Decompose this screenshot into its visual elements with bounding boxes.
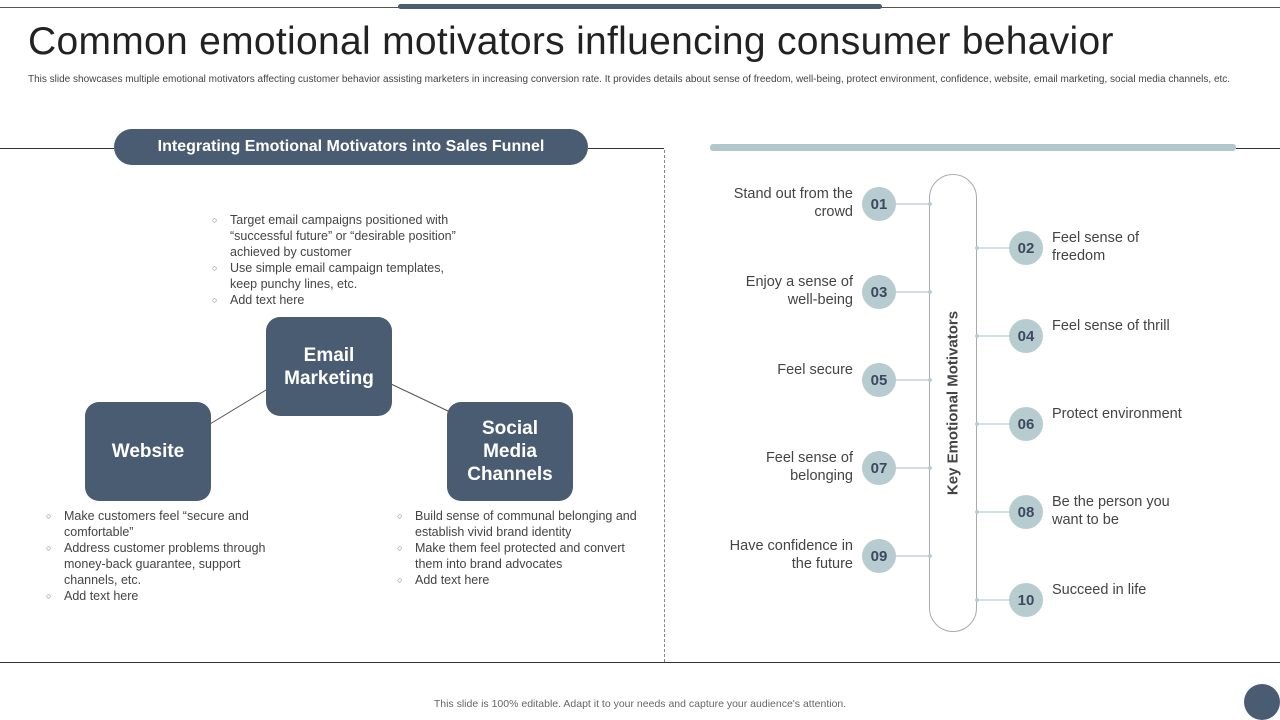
motivator-label: Feel sense of freedom xyxy=(1052,230,1140,264)
motivator-dot xyxy=(975,422,979,426)
top-accent-bar xyxy=(398,4,882,9)
motivator-dot xyxy=(975,510,979,514)
motivator-label: Feel sense of thrill xyxy=(1052,318,1170,334)
motivator-dot xyxy=(975,246,979,250)
email-bullet: Target email campaigns positioned with “… xyxy=(212,212,462,260)
motivators-accent-bar xyxy=(710,144,1236,151)
motivator-number: 05 xyxy=(862,363,896,397)
motivator-label: Have confidence in the future xyxy=(729,538,853,572)
motivator-dot xyxy=(975,598,979,602)
motivator-dot xyxy=(928,554,932,558)
motivator-dot xyxy=(928,378,932,382)
social-bullet: Build sense of communal belonging and es… xyxy=(397,508,637,540)
section-separator xyxy=(664,150,665,662)
email-bullets: Target email campaigns positioned with “… xyxy=(212,212,462,308)
motivator-label: Stand out from the crowd xyxy=(733,186,853,220)
motivator-number: 08 xyxy=(1009,495,1043,529)
motivator-dot xyxy=(928,202,932,206)
website-bullets: Make customers feel “secure and comforta… xyxy=(46,508,266,604)
social-bullet: Add text here xyxy=(397,572,637,588)
connector-email-social xyxy=(390,383,449,412)
motivator-number: 03 xyxy=(862,275,896,309)
motivators-track xyxy=(929,174,977,632)
email-bullet: Use simple email campaign templates, kee… xyxy=(212,260,462,292)
motivator-dot xyxy=(975,334,979,338)
email-marketing-box: Email Marketing xyxy=(266,317,392,416)
social-bullet: Make them feel protected and convert the… xyxy=(397,540,637,572)
corner-decoration xyxy=(1244,684,1280,720)
page-title: Common emotional motivators influencing … xyxy=(28,20,1114,63)
connector-email-website xyxy=(209,389,267,425)
motivator-dot xyxy=(928,466,932,470)
mid-divider xyxy=(588,148,664,149)
motivator-number: 07 xyxy=(862,451,896,485)
motivator-number: 01 xyxy=(862,187,896,221)
website-bullet: Address customer problems through money-… xyxy=(46,540,266,588)
website-bullet: Make customers feel “secure and comforta… xyxy=(46,508,266,540)
motivator-label: Protect environment xyxy=(1052,406,1182,422)
motivator-label: Be the person you want to be xyxy=(1052,494,1170,528)
motivator-label: Feel secure xyxy=(777,362,853,378)
motivator-number: 10 xyxy=(1009,583,1043,617)
motivator-number: 02 xyxy=(1009,231,1043,265)
social-bullets: Build sense of communal belonging and es… xyxy=(397,508,637,588)
funnel-heading: Integrating Emotional Motivators into Sa… xyxy=(114,129,588,165)
motivator-number: 09 xyxy=(862,539,896,573)
website-bullet: Add text here xyxy=(46,588,266,604)
motivator-dot xyxy=(928,290,932,294)
motivator-number: 06 xyxy=(1009,407,1043,441)
motivator-label: Succeed in life xyxy=(1052,582,1147,598)
bottom-divider xyxy=(0,662,1280,663)
motivator-label: Feel sense of belonging xyxy=(765,450,853,484)
footer-note: This slide is 100% editable. Adapt it to… xyxy=(433,698,847,710)
page-subtitle: This slide showcases multiple emotional … xyxy=(28,74,1231,85)
motivator-label: Enjoy a sense of well-being xyxy=(745,274,853,308)
website-box: Website xyxy=(85,402,211,501)
social-media-box: Social Media Channels xyxy=(447,402,573,501)
right-divider xyxy=(1236,148,1280,149)
motivator-number: 04 xyxy=(1009,319,1043,353)
email-bullet: Add text here xyxy=(212,292,462,308)
left-divider xyxy=(0,148,114,149)
